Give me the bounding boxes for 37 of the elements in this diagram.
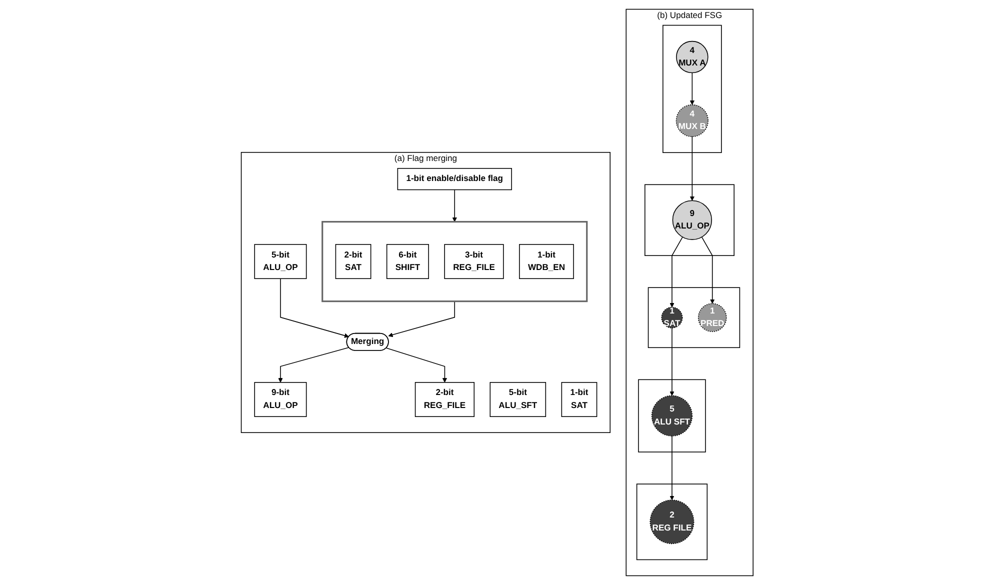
node-box bbox=[386, 244, 430, 280]
arrow bbox=[690, 136, 695, 201]
arrow bbox=[278, 347, 350, 383]
arrow bbox=[386, 348, 448, 383]
node-box bbox=[415, 382, 475, 417]
node-circle bbox=[662, 306, 684, 328]
arrow bbox=[388, 300, 456, 338]
node-circle bbox=[676, 40, 709, 74]
node-box bbox=[336, 244, 372, 280]
arrow bbox=[690, 72, 695, 105]
node-circle bbox=[672, 200, 712, 240]
cluster bbox=[638, 379, 706, 452]
node-box bbox=[490, 382, 546, 417]
node-circle bbox=[652, 395, 693, 436]
cluster bbox=[322, 220, 588, 302]
cluster bbox=[644, 184, 735, 256]
node-box bbox=[519, 244, 574, 280]
cluster bbox=[636, 484, 708, 560]
arrow bbox=[670, 236, 684, 308]
diagram: (b) Updated FSG 4 MUX A 4 MUX B 9 ALU_OP 1 SAT 1 PRED 5 ALU SFT 2 REG FILE (a) Flag merging 1-bit enable/disable flag 2-bit SAT 6-bit SHIFT 3-bit REG_FILE 1-bit WDB_EN 5-bit ALU_OP Merging 9-bit ALU_OP 2-bit REG_FILE 5-bit ALU_SFT 1-bit SAT bbox=[237, 5, 758, 580]
arrow bbox=[452, 189, 458, 222]
arrow bbox=[670, 328, 675, 396]
arrow bbox=[280, 278, 350, 338]
cluster bbox=[626, 8, 754, 576]
node-circle bbox=[650, 500, 695, 544]
node-box bbox=[562, 382, 598, 417]
node-box bbox=[254, 244, 308, 280]
arrow bbox=[702, 236, 716, 304]
node-circle bbox=[676, 104, 709, 137]
cluster bbox=[662, 24, 722, 153]
node-circle bbox=[698, 303, 728, 332]
cluster bbox=[241, 152, 611, 433]
arrow bbox=[670, 436, 675, 500]
node-box bbox=[254, 382, 308, 417]
node-box bbox=[444, 244, 504, 280]
node-box bbox=[398, 168, 512, 190]
cluster bbox=[648, 287, 740, 348]
